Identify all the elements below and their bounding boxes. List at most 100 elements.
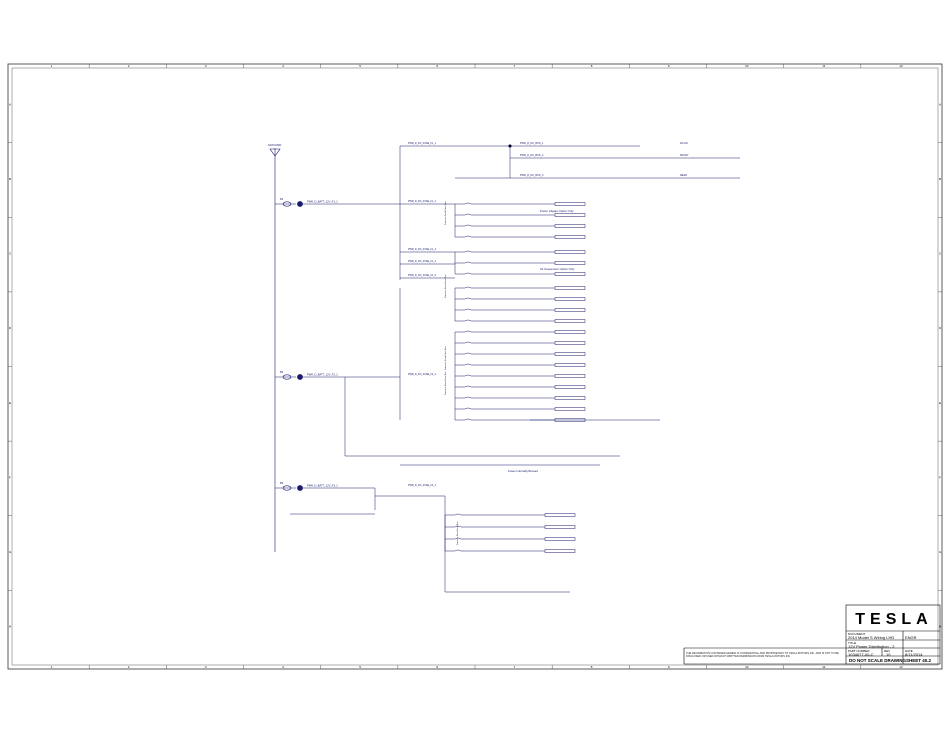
column-label-bottom: 9 [668,665,670,669]
splice-node [508,144,512,148]
note-air-suspension: Air Suspension Option Only [540,267,575,271]
column-label-top: 11 [822,64,825,68]
bus-wire-label: PWR_D_DC_FUSE_F1_5 [408,274,437,277]
fuse-element [464,235,472,238]
fuse-element [464,341,472,344]
ground-symbol [269,148,281,552]
connector-box [554,385,586,389]
fuse-element [464,396,472,399]
column-label-top: 3 [205,64,207,68]
date-value: 8/11/2014 [905,652,923,657]
bus-wire-label: PWR_D_DC_FUSE_F1_3 [408,248,437,251]
fuse-group-note: Fuses in Rear Fuse Box [444,371,447,395]
fuse-group-note: Fuses in Front Fuse Box [444,345,447,370]
wiring-lines [290,144,740,593]
column-label-bottom: 4 [282,665,284,669]
fuse-element [454,549,462,552]
fuse-element [464,286,472,289]
bus-wire-label: PWR_D_DC_FUSE_F2_1 [408,373,437,376]
fuse-group-note: Fuses in Rear Fuse Box [444,274,447,298]
sheet-inner-border [11,67,939,666]
scale-note: DO NOT SCALE DRAWING [849,658,906,663]
connector-box [554,250,586,254]
circuit-label: PWR_D_DC_BUS_2 [520,154,544,157]
column-label-bottom: 3 [205,665,207,669]
column-label-bottom: 8 [591,665,593,669]
fuse-element [454,513,462,516]
sheet-number: SHEET 40.2 [906,658,932,663]
sheet-border [7,63,943,670]
wire-labels: PWR_D_BATT_12V_F1_1B1PWR_D_BATT_12V_F2_1… [280,142,689,545]
bus-wire-label: PWR_D_DC_FUSE_F1_2 [408,200,437,203]
row-label-right: D [939,326,942,330]
fuse-element [464,363,472,366]
ground-label: GROUND [268,143,282,147]
sheet-title: 12V Power Distribution - 2 [848,644,895,649]
connector-box [554,202,586,206]
sheet-title-label: TITLE [848,641,857,645]
column-label-top: 2 [128,64,130,68]
branch-label: B3 [280,481,284,485]
row-label-left: E [9,401,11,405]
row-label-right: C [939,252,942,256]
part-label: PART NUMBER [848,649,870,653]
column-label-bottom: 1 [51,665,53,669]
battery-branches [275,201,345,491]
column-label-top: 8 [591,64,593,68]
fuse-element [464,272,472,275]
part-number: 1034677-00-C [848,652,874,657]
bus-wire-label: PWR_D_DC_FUSE_F1_1 [408,142,437,145]
terminal-node [297,374,303,380]
fuse-element [464,213,472,216]
fuse-element [464,250,472,253]
row-label-right: A [939,102,941,106]
column-label-top: 7 [514,64,516,68]
fuse-element [454,537,462,540]
circuit-label: PWR_D_DC_BUS_1 [520,142,544,145]
designer: ENGR [905,635,917,640]
row-label-left: F [9,475,11,479]
column-label-top: 10 [745,64,749,68]
note-fuse-box: Fuses Internally Bussed [508,469,538,473]
branch-wire-label: PWR_D_BATT_12V_F3_1 [307,484,338,488]
connector-box [554,330,586,334]
fuse-element [464,297,472,300]
date-label: DATE [905,649,913,653]
rev-label: REV [884,649,891,653]
row-label-left: H [9,625,11,629]
fuse-element [464,352,472,355]
column-label-top: 5 [359,64,361,68]
tesla-logo: TESLA [851,607,937,629]
column-label-bottom: 10 [745,665,749,669]
column-label-top: 12 [899,64,903,68]
connector-box [544,513,576,517]
connector-box [554,407,586,411]
branch-label: B1 [280,197,284,201]
fuse-element [464,374,472,377]
fuse-element [464,385,472,388]
column-label-bottom: 12 [899,665,903,669]
row-label-left: D [9,326,12,330]
fuse-element [464,308,472,311]
circuit-label: PWR_D_DC_BUS_3 [520,174,544,177]
connector-box [554,352,586,356]
connector-box [554,224,586,228]
branch-wire-label: PWR_D_BATT_12V_F2_1 [307,373,338,377]
connector-box [544,537,576,541]
fuse-element [464,224,472,227]
confidentiality-disclaimer: THE INFORMATION CONTAINED HEREIN IS CONF… [686,652,839,659]
fuse-element [464,407,472,410]
connector-box [554,235,586,239]
connector-box [554,213,586,217]
doc-label: DOCUMENT [848,632,866,636]
connector-box [554,297,586,301]
doc-title: 2014 Model S Wiring LHD [848,635,895,640]
fuse-symbol [282,201,292,207]
row-label-right: F [939,475,941,479]
fuse-element [464,330,472,333]
fuse-element [464,261,472,264]
connector-box [554,374,586,378]
connector-box [554,272,586,276]
